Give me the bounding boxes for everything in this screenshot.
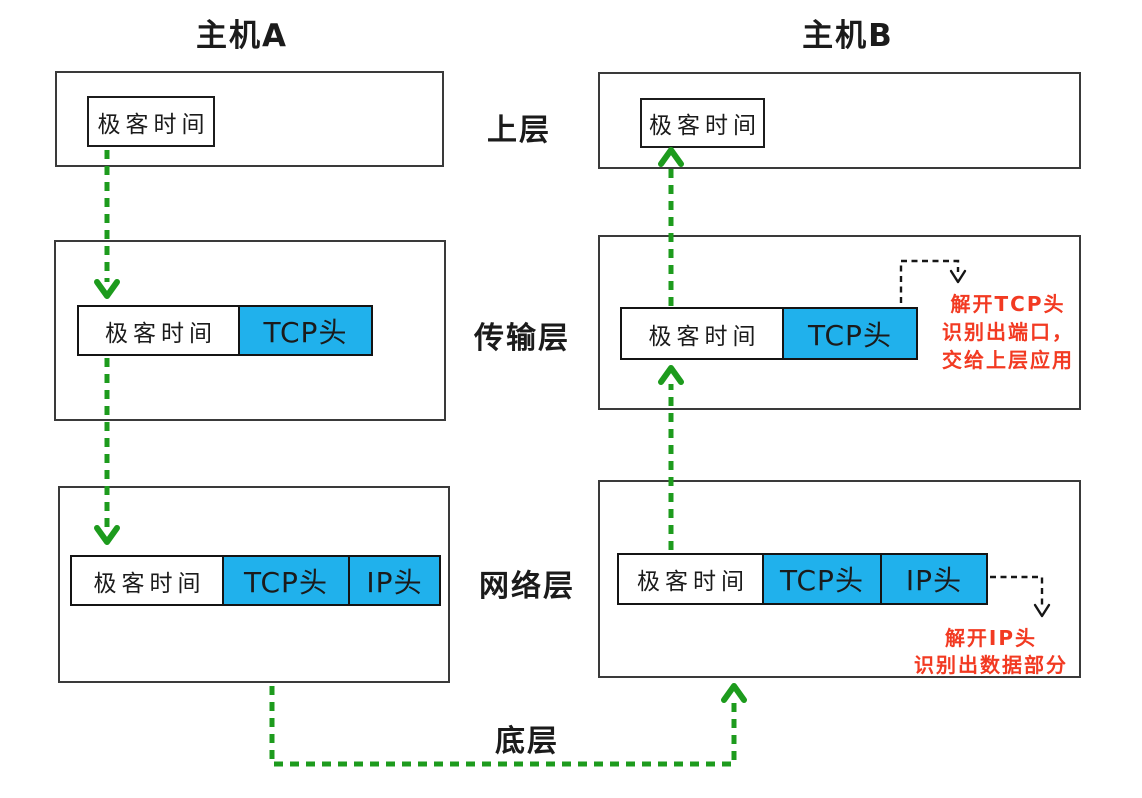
layer-label-upper: 上层 <box>487 113 551 148</box>
tcp-header-label: TCP头 <box>263 315 348 349</box>
host-b-network-layer-box: 极客时间 TCP头 IP头 解开IP头 识别出数据部分 <box>598 480 1081 678</box>
host-a-title: 主机A <box>196 18 288 54</box>
ip-header-label: IP头 <box>905 564 963 597</box>
note-line: 解开IP头 <box>944 626 1038 650</box>
layer-label-network: 网络层 <box>479 569 575 604</box>
packet-segment-payload: 极客时间 <box>70 555 224 606</box>
ip-header-label: IP头 <box>366 565 423 599</box>
packet-segment-tcp: TCP头 <box>222 555 350 606</box>
payload-label: 极客时间 <box>93 570 206 597</box>
packet: 极客时间 TCP头 <box>620 307 918 360</box>
payload-label: 极客时间 <box>649 113 761 139</box>
packet-segment-tcp: TCP头 <box>762 553 882 605</box>
layer-label-transport: 传输层 <box>474 321 570 356</box>
host-b-transport-layer-box: 极客时间 TCP头 解开TCP头 识别出端口， 交给上层应用 <box>598 235 1081 410</box>
host-b-title: 主机B <box>802 18 894 54</box>
note-line: 交给上层应用 <box>942 348 1074 372</box>
arrow-bottom-route-head <box>721 683 747 703</box>
payload-label: 极客时间 <box>105 320 217 347</box>
payload-label: 极客时间 <box>97 111 210 138</box>
packet-segment-payload: 极客时间 <box>77 305 240 356</box>
tcp-header-label: TCP头 <box>808 318 892 352</box>
packet-segment-tcp: TCP头 <box>238 305 373 356</box>
host-a-transport-layer-box: 极客时间 TCP头 <box>54 240 446 421</box>
note-line: 解开TCP头 <box>950 292 1066 316</box>
layer-label-bottom: 底层 <box>495 724 559 759</box>
host-a-upper-layer-box: 极客时间 <box>55 71 444 167</box>
packet-segment-ip: IP头 <box>348 555 441 606</box>
packet: 极客时间 TCP头 IP头 <box>70 555 441 606</box>
packet-segment-payload: 极客时间 <box>620 307 784 360</box>
note-line: 识别出端口， <box>942 320 1074 344</box>
note-line: 识别出数据部分 <box>914 653 1068 677</box>
tcp-header-label: TCP头 <box>780 564 864 597</box>
host-b-upper-layer-box: 极客时间 <box>598 72 1081 169</box>
packet: 极客时间 TCP头 IP头 <box>617 553 988 605</box>
payload-label: 极客时间 <box>648 323 761 350</box>
packet-segment-payload: 极客时间 <box>617 553 764 605</box>
payload-label: 极客时间 <box>637 569 749 595</box>
tcp-header-label: TCP头 <box>244 565 328 599</box>
payload-box: 极客时间 <box>640 98 765 148</box>
host-a-network-layer-box: 极客时间 TCP头 IP头 <box>58 486 450 683</box>
payload-box: 极客时间 <box>87 96 215 147</box>
packet-segment-tcp: TCP头 <box>782 307 918 360</box>
packet: 极客时间 TCP头 <box>77 305 373 356</box>
note-unpack-tcp: 解开TCP头 识别出端口， 交给上层应用 <box>933 290 1083 374</box>
packet-segment-ip: IP头 <box>880 553 988 605</box>
note-unpack-ip: 解开IP头 识别出数据部分 <box>906 625 1076 679</box>
